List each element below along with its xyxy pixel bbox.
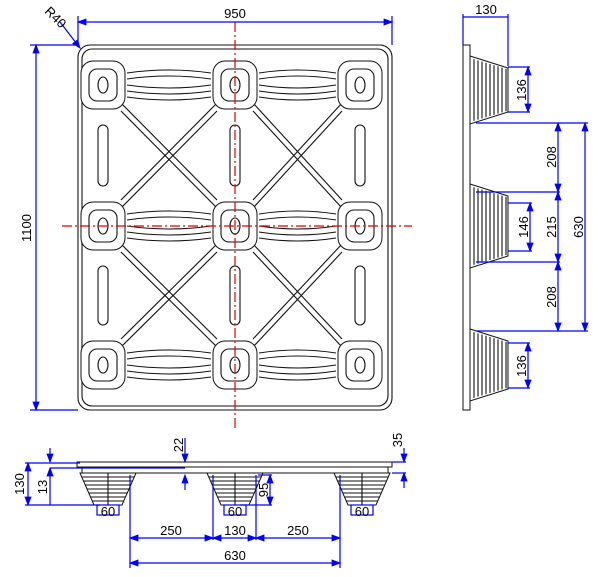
foot-block-inner <box>345 68 375 102</box>
foot-block-inner <box>88 348 118 382</box>
horizontal-rib <box>126 364 212 369</box>
top-view: 950 1100 R40 <box>19 4 412 430</box>
total-span-label: 630 <box>571 216 586 238</box>
diagonal-rib <box>252 243 343 340</box>
total-label: 630 <box>224 548 246 563</box>
horizontal-rib <box>258 349 337 354</box>
front-height-label: 130 <box>12 473 27 495</box>
height-label: 1100 <box>19 214 34 242</box>
horizontal-rib <box>258 237 337 242</box>
horizontal-rib <box>126 90 212 95</box>
front-view: 130 13 22 35 95 60 60 60 250 130 250 630 <box>12 433 408 568</box>
gap-bottom-label: 208 <box>544 286 559 308</box>
foot-width-label: 60 <box>355 504 369 519</box>
slot <box>97 124 109 187</box>
foot-top-label: 136 <box>514 79 529 101</box>
slot <box>97 265 109 326</box>
foot-block <box>337 340 383 390</box>
front-feet <box>79 472 391 516</box>
diagonal-rib <box>120 251 218 348</box>
gap-left-label: 250 <box>160 523 182 538</box>
side-feet <box>469 55 509 402</box>
edge-label: 35 <box>390 433 405 447</box>
foot-hole <box>97 356 109 374</box>
depth-label: 130 <box>475 2 497 17</box>
slot <box>354 265 366 326</box>
foot-base <box>223 504 247 516</box>
foot-block <box>80 60 126 110</box>
horizontal-rib <box>126 370 212 375</box>
horizontal-rib <box>126 376 212 381</box>
horizontal-rib <box>126 237 212 242</box>
width-label: 950 <box>224 6 246 21</box>
horizontal-rib <box>126 355 212 360</box>
horizontal-rib <box>258 96 337 101</box>
diagonal-rib <box>120 110 218 209</box>
pallet-nodes <box>80 60 383 390</box>
foot-width-label: 60 <box>101 504 115 519</box>
diagonal-rib <box>120 102 218 201</box>
horizontal-rib <box>258 69 337 74</box>
diagonal-rib <box>120 243 218 340</box>
side-deck <box>462 44 471 411</box>
horizontal-rib <box>258 210 337 215</box>
horizontal-rib <box>126 349 212 354</box>
foot-block <box>80 340 126 390</box>
horizontal-rib <box>258 84 337 89</box>
horizontal-rib <box>258 90 337 95</box>
radius-dimension: R40 <box>42 4 81 49</box>
pallet-ribs <box>97 69 366 381</box>
horizontal-rib <box>258 216 337 221</box>
foot-hole <box>97 76 109 94</box>
foot-hole <box>354 76 366 94</box>
deck-top-label: 22 <box>171 438 186 452</box>
horizontal-rib <box>126 231 212 236</box>
gap-right-label: 250 <box>287 523 309 538</box>
deck-label: 13 <box>35 480 50 494</box>
horizontal-rib <box>258 75 337 80</box>
radius-label: R40 <box>42 4 69 31</box>
horizontal-rib <box>126 84 212 89</box>
height-dimension: 1100 <box>19 43 78 412</box>
foot-block-inner <box>345 348 375 382</box>
side-view: 130 136 208 215 208 630 146 136 <box>462 2 589 411</box>
horizontal-rib <box>126 216 212 221</box>
foot-width-label: 60 <box>228 504 242 519</box>
horizontal-rib <box>258 231 337 236</box>
diagonal-rib <box>252 251 343 348</box>
foot-block <box>337 60 383 110</box>
horizontal-rib <box>258 364 337 369</box>
foot-base <box>350 504 374 516</box>
horizontal-rib <box>258 376 337 381</box>
horizontal-rib <box>258 225 337 230</box>
horizontal-rib <box>258 370 337 375</box>
diagonal-rib <box>252 102 343 201</box>
front-deck <box>76 461 393 468</box>
horizontal-rib <box>126 96 212 101</box>
horizontal-rib <box>258 355 337 360</box>
horizontal-rib <box>126 225 212 230</box>
foot-middle-label: 146 <box>516 216 531 238</box>
foot-height-label: 95 <box>256 483 271 497</box>
gap-top-label: 208 <box>544 146 559 168</box>
center-label: 130 <box>224 523 246 538</box>
horizontal-rib <box>126 75 212 80</box>
horizontal-rib <box>126 69 212 74</box>
foot-block-inner <box>88 68 118 102</box>
foot-base <box>96 504 120 516</box>
foot-hole <box>354 356 366 374</box>
horizontal-rib <box>126 210 212 215</box>
diagonal-rib <box>252 110 343 209</box>
span-middle-label: 215 <box>544 216 559 238</box>
foot-bottom-label: 136 <box>514 355 529 377</box>
slot <box>354 124 366 187</box>
